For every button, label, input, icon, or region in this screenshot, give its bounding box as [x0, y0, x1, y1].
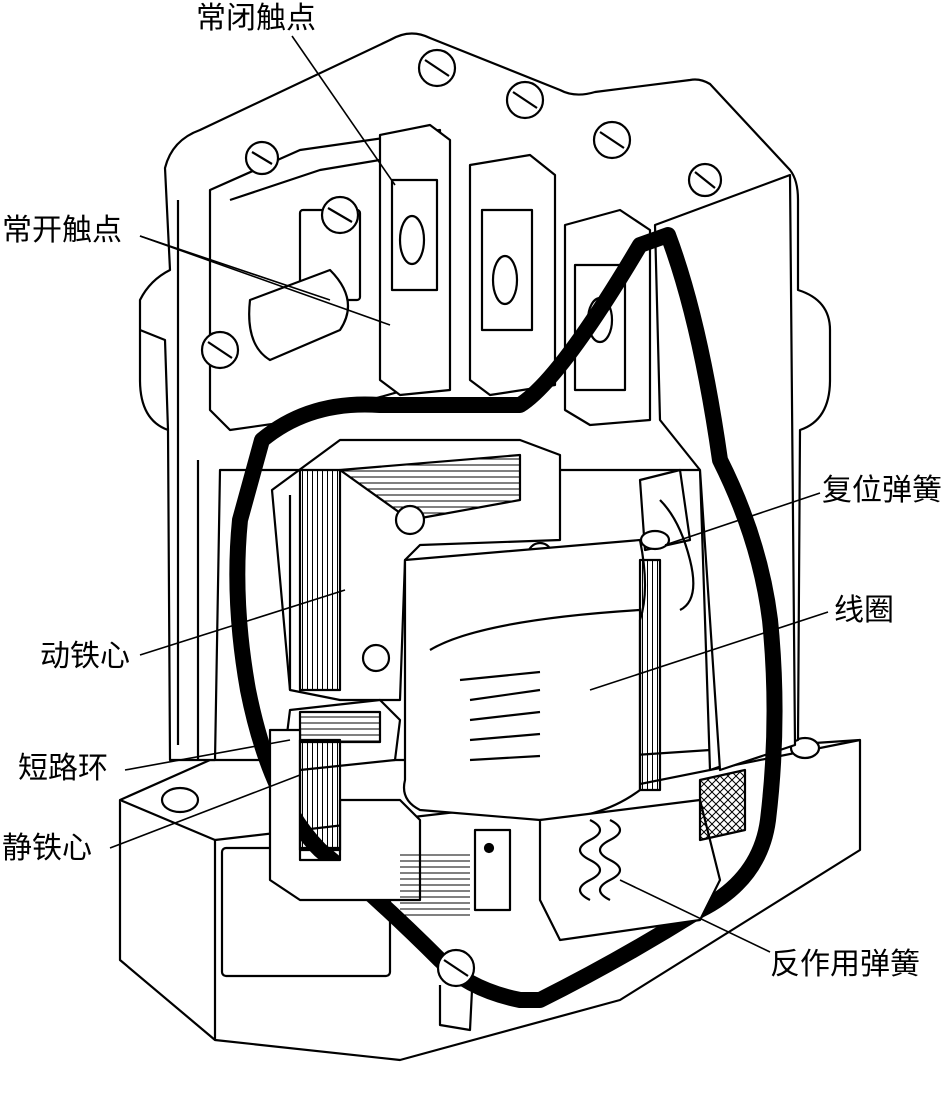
return-spring-assembly: [638, 468, 695, 611]
label-moving-core: 动铁心: [40, 639, 130, 674]
leader-lines: [109, 35, 829, 953]
label-normally-open-contact: 常开触点: [2, 213, 122, 248]
label-reaction-spring: 反作用弹簧: [770, 947, 920, 982]
leader-reaction-spring: [619, 879, 771, 953]
label-coil: 线圈: [834, 593, 894, 628]
leader-normally-closed: [291, 35, 396, 186]
leader-moving-core: [139, 589, 346, 656]
coil: [402, 538, 662, 822]
terminal-screws: [200, 48, 723, 370]
label-static-core: 静铁心: [2, 831, 92, 866]
leader-return-spring: [664, 492, 821, 546]
leader-coil: [589, 611, 829, 691]
contact-stack-2: [468, 153, 557, 397]
label-shorting-ring: 短路环: [18, 751, 108, 786]
leader-shorting-ring: [124, 739, 291, 771]
reaction-spring-assembly: [473, 768, 747, 942]
leader-normally-open-2: [139, 235, 391, 326]
label-normally-closed-contact: 常闭触点: [196, 1, 316, 36]
static-core: [268, 728, 422, 902]
contact-stack-1: [378, 123, 452, 397]
label-return-spring: 复位弹簧: [822, 473, 942, 508]
leader-static-core: [109, 774, 301, 849]
bottom-screw: [436, 948, 476, 1032]
